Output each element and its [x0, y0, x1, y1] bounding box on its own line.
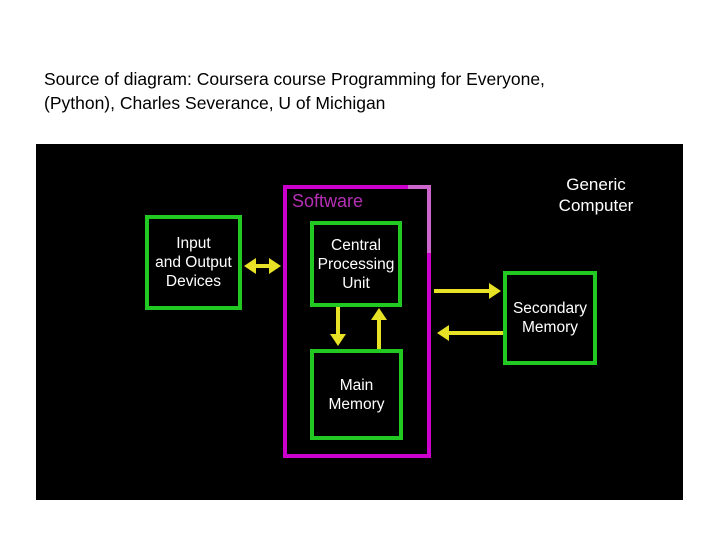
main-memory-box: Main Memory — [310, 349, 403, 440]
input-output-devices-label-line3: Devices — [165, 273, 222, 290]
arrow-shaft — [377, 318, 381, 349]
arrowhead-up-icon — [371, 308, 387, 320]
arrow-shaft — [447, 331, 503, 335]
software-border-accent-top — [408, 185, 431, 189]
diagram-title: Generic Computer — [531, 174, 661, 216]
input-output-devices-label-line1: Input — [176, 235, 211, 252]
cpu-label-line1: Central — [331, 236, 381, 254]
arrowhead-left-icon — [437, 325, 449, 341]
input-output-devices-label-line2: and Output — [155, 254, 232, 271]
diagram-title-line1: Generic — [566, 175, 626, 194]
arrowhead-down-icon — [330, 334, 346, 346]
arrow-shaft — [336, 307, 340, 336]
secondary-memory-to-software-arrow-icon — [437, 325, 503, 341]
arrowhead-left-icon — [244, 258, 256, 274]
arrowhead-right-icon — [269, 258, 281, 274]
central-processing-unit-box: Central Processing Unit — [310, 221, 402, 307]
cpu-label-line2: Processing — [317, 255, 395, 273]
cpu-label-line3: Unit — [342, 274, 370, 292]
software-container-box — [283, 185, 431, 458]
source-caption: Source of diagram: Coursera course Progr… — [44, 67, 674, 115]
main-memory-to-cpu-arrow-icon — [371, 308, 387, 349]
secondary-memory-box: Secondary Memory — [503, 271, 597, 365]
source-caption-line1: Source of diagram: Coursera course Progr… — [44, 69, 545, 89]
source-caption-line2: (Python), Charles Severance, U of Michig… — [44, 93, 386, 113]
generic-computer-diagram: Generic Computer Software Input and Outp… — [36, 144, 683, 500]
io-devices-software-bidirectional-arrow-icon — [244, 258, 281, 274]
secondary-memory-label-line2: Memory — [522, 319, 578, 336]
secondary-memory-label-line1: Secondary — [512, 300, 588, 317]
diagram-title-line2: Computer — [558, 196, 634, 215]
arrowhead-right-icon — [489, 283, 501, 299]
software-border-accent-right — [427, 189, 431, 253]
arrow-shaft — [254, 264, 271, 268]
software-to-secondary-memory-arrow-icon — [434, 283, 501, 299]
software-label: Software — [292, 191, 364, 211]
main-memory-label-line2: Memory — [328, 395, 385, 413]
arrow-shaft — [434, 289, 491, 293]
cpu-to-main-memory-arrow-icon — [330, 307, 346, 346]
main-memory-label-line1: Main — [339, 376, 374, 394]
input-output-devices-box: Input and Output Devices — [145, 215, 242, 310]
